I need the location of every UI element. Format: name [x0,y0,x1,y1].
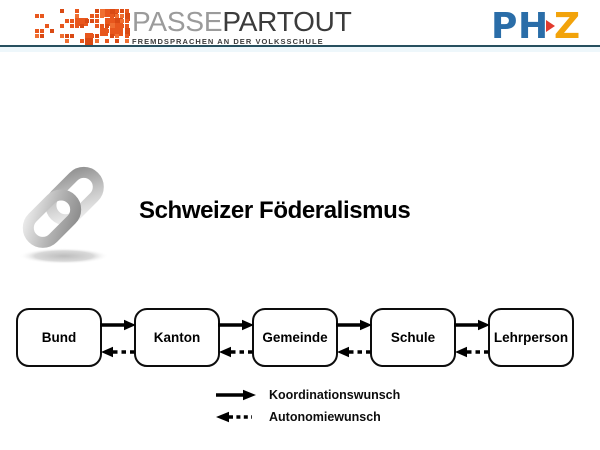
koordinationswunsch-arrow-icon [336,319,372,331]
autonomiewunsch-arrow-icon [337,346,373,358]
chain-link-icon [14,150,114,273]
autonomiewunsch-arrow-icon [455,346,491,358]
node-lehrperson: Lehrperson [488,308,574,367]
edge-schule-lehrperson [456,308,488,367]
node-gemeinde: Gemeinde [252,308,338,367]
phz-letter-h: H [518,6,548,45]
header-divider-glow [0,47,600,52]
slide-title: Schweizer Föderalismus [139,197,411,224]
node-kanton: Kanton [134,308,220,367]
edge-kanton-gemeinde [220,308,252,367]
diagram-legend: Koordinationswunsch Autonomiewunsch [216,385,400,429]
brand-name: PASSEPARTOUT [132,6,352,37]
brand-subtitle: FREMDSPRACHEN AN DER VOLKSSCHULE [132,37,324,46]
brand-name-part1: PASSE [132,6,223,37]
passepartout-mosaic-logo-icon [35,9,130,45]
brand-name-part2: PARTOUT [222,6,352,37]
federalism-diagram: Bund Kanton Gemeinde Schule Lehrperson [16,308,574,367]
autonomiewunsch-arrow-icon [216,411,256,423]
autonomiewunsch-arrow-icon [101,346,137,358]
koordinationswunsch-arrow-icon [218,319,254,331]
passepartout-brand: PASSEPARTOUT FREMDSPRACHEN AN DER VOLKSS… [132,6,352,47]
koordinationswunsch-arrow-icon [454,319,490,331]
node-schule: Schule [370,308,456,367]
legend-row-autonomiewunsch: Autonomiewunsch [216,407,400,427]
phz-letter-z: Z [554,6,580,45]
legend-label: Koordinationswunsch [269,388,401,402]
autonomiewunsch-arrow-icon [219,346,255,358]
koordinationswunsch-arrow-icon [216,389,256,401]
edge-gemeinde-schule [338,308,370,367]
legend-row-koordinationswunsch: Koordinationswunsch [216,385,400,405]
node-bund: Bund [16,308,102,367]
edge-bund-kanton [102,308,134,367]
phz-red-triangle-icon [546,20,555,32]
phz-logo: P H Z [491,6,580,45]
header-divider [0,45,600,47]
koordinationswunsch-arrow-icon [100,319,136,331]
legend-label: Autonomiewunsch [269,410,381,424]
phz-letter-p: P [491,6,517,45]
